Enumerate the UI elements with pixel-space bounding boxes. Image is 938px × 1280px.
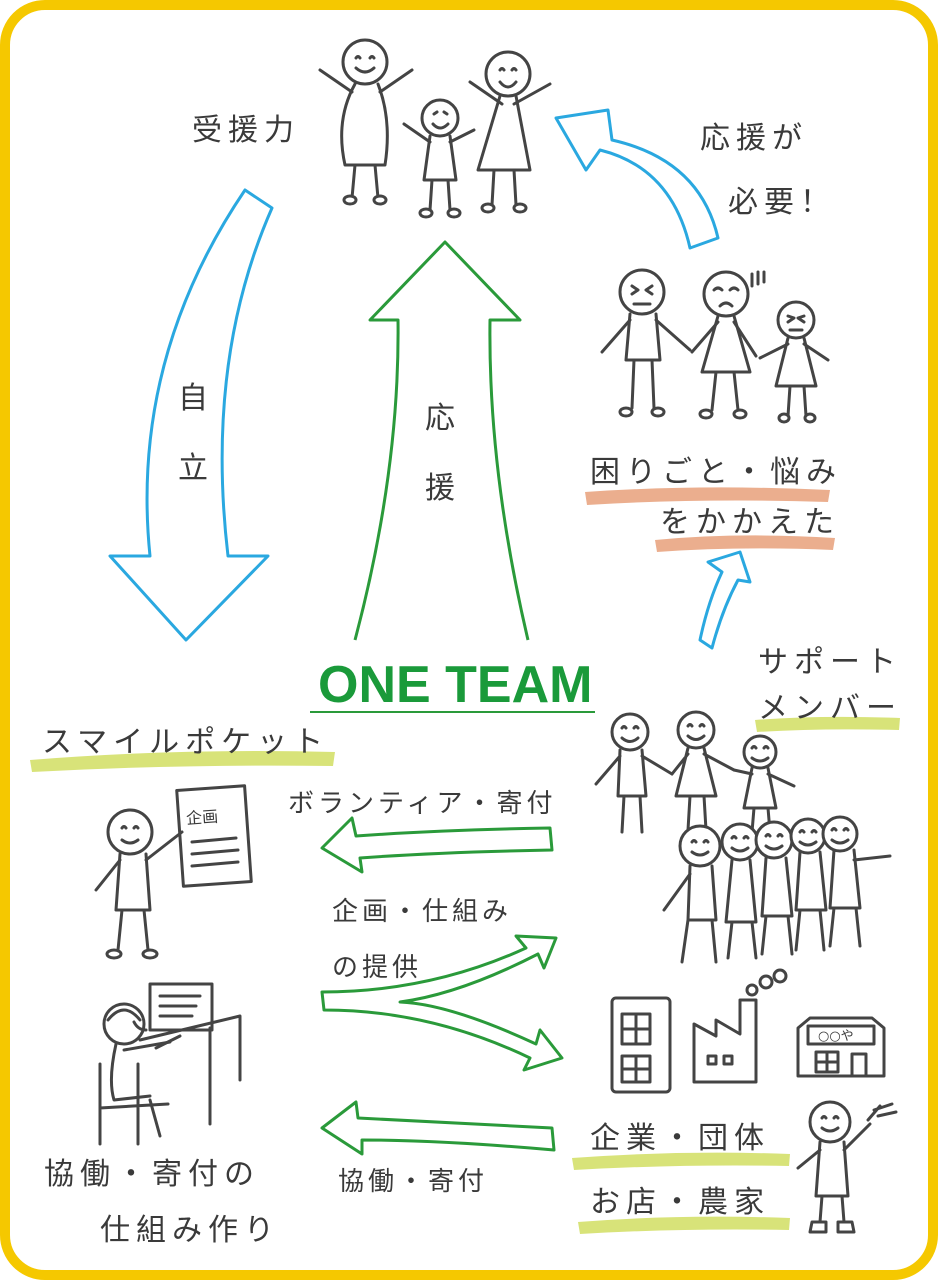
- happy-family-illustration: [318, 38, 552, 219]
- label-doc-title: 企画: [185, 807, 218, 828]
- highlight-smile-pocket: [30, 751, 335, 772]
- label-kikaku-1: 企画・仕組み: [332, 897, 512, 927]
- label-kigyou: 企業・団体: [590, 1121, 770, 1156]
- label-smile-pocket: スマイルポケット: [42, 725, 329, 760]
- label-support-1: サポート: [758, 645, 902, 680]
- troubled-family-illustration: [600, 268, 830, 424]
- arrow-small-up: [698, 550, 752, 650]
- label-shop-sign: ○○や: [818, 1029, 854, 1044]
- support-members-illustration: [594, 710, 892, 964]
- label-kyoudou-shikumi-1: 協働・寄付の: [44, 1157, 260, 1192]
- computer-worker-illustration: [98, 982, 242, 1146]
- label-jiritsu-1: 自: [178, 381, 214, 416]
- arrow-jiritsu: [108, 188, 274, 642]
- highlight-omise: [578, 1216, 790, 1234]
- arrow-ouen: [353, 240, 530, 641]
- highlight-komarigoto-2: [655, 535, 835, 552]
- label-komarigoto-2: をかかえた: [660, 505, 840, 540]
- arrow-kikaku: [320, 934, 564, 1072]
- buildings-illustration: [610, 968, 886, 1094]
- arrow-ouen-hitsuyou: [554, 108, 720, 250]
- farmer-illustration: [796, 1100, 898, 1234]
- label-one-team: ONE TEAM: [318, 656, 592, 714]
- label-ouen-hitsuyou-1: 応援が: [700, 121, 808, 156]
- arrow-kyoudou: [320, 1100, 556, 1156]
- label-kyoudou-shikumi-2: 仕組み作り: [100, 1213, 280, 1248]
- planner-illustration: [94, 784, 253, 960]
- highlight-komarigoto-1: [585, 487, 830, 505]
- highlight-support: [755, 716, 900, 732]
- label-support-2: メンバー: [758, 691, 902, 726]
- label-volunteer: ボランティア・寄付: [288, 789, 556, 819]
- highlight-kigyou: [572, 1152, 790, 1170]
- label-juen-ryoku: 受援力: [192, 113, 300, 148]
- label-kyoudou-kifu: 協働・寄付: [338, 1167, 488, 1197]
- arrow-volunteer: [320, 816, 554, 874]
- label-ouen-2: 援: [425, 471, 461, 506]
- label-jiritsu-2: 立: [178, 451, 214, 486]
- label-omise: お店・農家: [590, 1185, 770, 1220]
- label-komarigoto-1: 困りごと・悩み: [590, 455, 842, 490]
- label-ouen-hitsuyou-2: 必要！: [728, 185, 836, 220]
- label-ouen-1: 応: [425, 401, 461, 436]
- label-kikaku-2: の提供: [332, 953, 422, 983]
